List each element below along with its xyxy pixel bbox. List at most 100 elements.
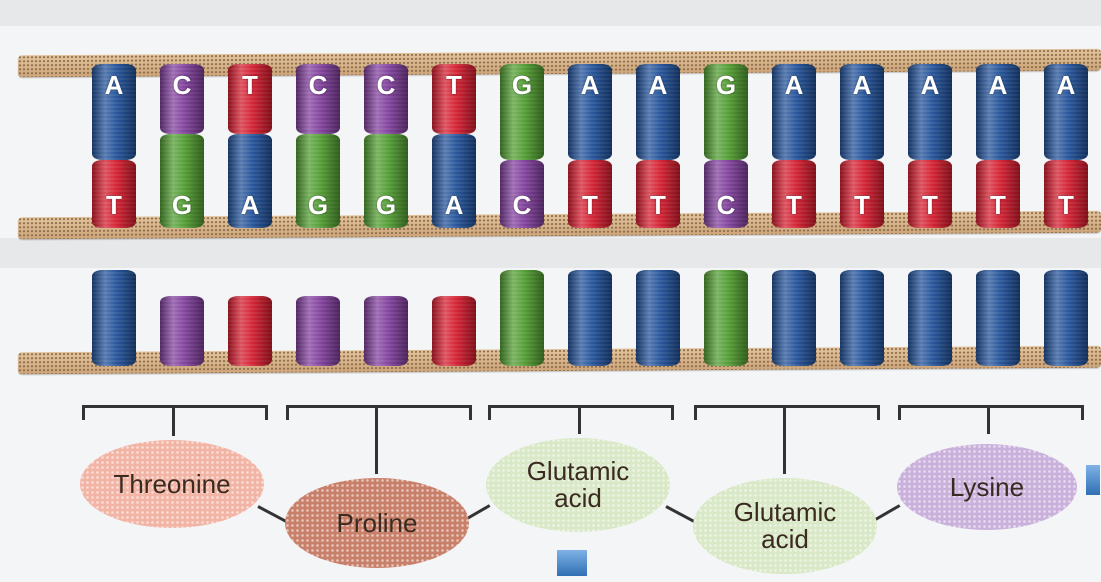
brace-stem [578,408,581,434]
template-base [636,270,680,366]
base-letter: T [636,190,680,221]
template-base [500,270,544,366]
top-base: A [568,64,612,160]
template-base [160,296,204,366]
top-base: A [92,64,136,160]
bottom-base: T [976,160,1020,228]
template-base [228,296,272,366]
base-letter: A [908,70,952,101]
bottom-base: T [908,160,952,228]
top-base: G [704,64,748,160]
brace-stem [172,408,175,436]
bottom-base: G [364,134,408,228]
amino-acid-glutamic-acid-1: Glutamic acid [486,438,670,532]
amino-acid-glutamic-acid-2: Glutamic acid [693,478,877,574]
template-base [908,270,952,366]
codon-brace [286,405,472,420]
base-letter: C [296,70,340,101]
top-base: A [840,64,884,160]
bottom-base: T [840,160,884,228]
template-base [432,296,476,366]
base-letter: A [432,190,476,221]
base-letter: G [364,190,408,221]
brace-stem [375,408,378,474]
top-base: C [296,64,340,134]
base-letter: A [92,70,136,101]
base-letter: A [228,190,272,221]
partial-next-residue [1086,465,1100,495]
amino-acid-label: Lysine [950,474,1024,501]
base-letter: A [976,70,1020,101]
base-letter: G [296,190,340,221]
partial-chain-marker [557,550,587,576]
template-base [568,270,612,366]
top-base: A [772,64,816,160]
base-letter: T [1044,190,1088,221]
bottom-base: G [160,134,204,228]
base-letter: T [772,190,816,221]
base-letter: T [228,70,272,101]
base-letter: A [1044,70,1088,101]
amino-acid-threonine: Threonine [80,440,264,528]
template-base [772,270,816,366]
template-base [704,270,748,366]
template-base [976,270,1020,366]
base-letter: T [908,190,952,221]
amino-acid-label: Glutamic [734,499,837,526]
base-letter: C [500,190,544,221]
template-base [1044,270,1088,366]
codon-brace [82,405,268,420]
base-letter: T [92,190,136,221]
brace-stem [987,408,990,434]
base-letter: G [704,70,748,101]
base-letter: G [500,70,544,101]
top-base: A [1044,64,1088,160]
bottom-base: G [296,134,340,228]
top-base: C [364,64,408,134]
base-letter: T [840,190,884,221]
base-letter: A [568,70,612,101]
top-base: A [636,64,680,160]
amino-acid-label: acid [554,485,602,512]
base-letter: A [772,70,816,101]
amino-acid-label: Proline [337,510,418,537]
base-letter: T [432,70,476,101]
top-base: A [908,64,952,160]
amino-acid-label: Threonine [113,471,230,498]
bottom-base: T [568,160,612,228]
bottom-base: A [228,134,272,228]
top-base: A [976,64,1020,160]
top-base: T [432,64,476,134]
bottom-base: T [92,160,136,228]
bottom-base: A [432,134,476,228]
amino-acid-label: acid [761,526,809,553]
base-letter: C [160,70,204,101]
base-letter: A [636,70,680,101]
bottom-base: C [500,160,544,228]
codon-brace [694,405,880,420]
base-letter: G [160,190,204,221]
bottom-base: T [636,160,680,228]
top-base: T [228,64,272,134]
peptide-link [257,505,288,524]
base-letter: T [568,190,612,221]
amino-acid-proline: Proline [285,478,469,568]
brace-stem [783,408,786,474]
base-letter: C [704,190,748,221]
amino-acid-lysine: Lysine [897,444,1077,530]
bottom-base: T [1044,160,1088,228]
template-base [364,296,408,366]
top-base: C [160,64,204,134]
template-base [92,270,136,366]
base-letter: A [840,70,884,101]
codon-brace [898,405,1084,420]
peptide-link [665,505,695,523]
base-letter: C [364,70,408,101]
bottom-base: C [704,160,748,228]
amino-acid-label: Glutamic [527,458,630,485]
template-base [296,296,340,366]
codon-brace [488,405,674,420]
faded-text-band [0,238,1101,268]
base-letter: T [976,190,1020,221]
